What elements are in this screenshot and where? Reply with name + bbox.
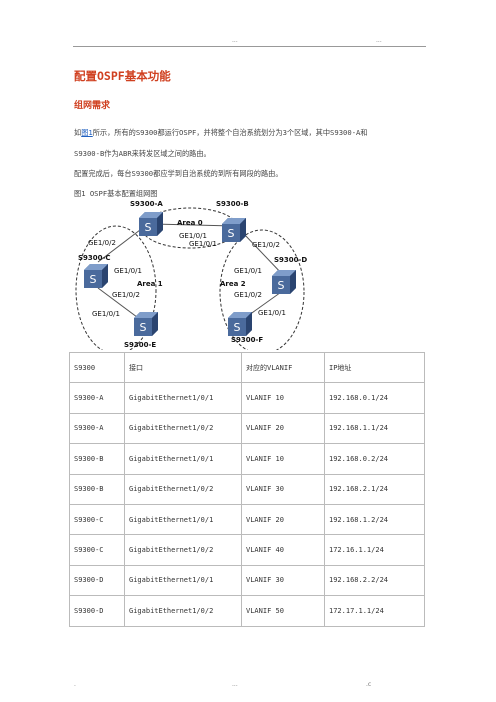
- label-s9300-b: S9300-B: [216, 200, 249, 208]
- table-header-row: S9300 接口 对应的VLANIF IP地址: [69, 351, 425, 384]
- table-cell: VLANIF 20: [241, 503, 325, 536]
- label-s9300-a: S9300-A: [130, 200, 163, 208]
- table-cell: S9300-A: [69, 382, 125, 414]
- port-e-ge101: GE1/0/1: [92, 310, 120, 318]
- link-a-b: [152, 223, 235, 227]
- table-cell: VLANIF 50: [241, 595, 325, 627]
- table-cell: S9300-B: [69, 443, 125, 475]
- table-cell: 192.168.1.2/24: [324, 503, 425, 536]
- table-cell: VLANIF 10: [241, 382, 325, 414]
- table-cell: S9300-D: [69, 595, 125, 627]
- port-a-ge101: GE1/0/1: [179, 232, 207, 240]
- label-area1: Area 1: [137, 280, 163, 288]
- table-row: S9300-B GigabitEthernet1/0/2 VLANIF 30 1…: [69, 473, 425, 505]
- switch-d-icon: [272, 270, 296, 294]
- link-b-d: [243, 233, 285, 277]
- link-c-e: [97, 287, 142, 321]
- table-cell: 172.16.1.1/24: [324, 534, 425, 566]
- port-d-ge101: GE1/0/1: [234, 267, 262, 275]
- figure-link[interactable]: 图1: [81, 128, 93, 137]
- table-cell: 192.168.2.1/24: [324, 473, 425, 505]
- table-cell: S9300-A: [69, 412, 125, 445]
- table-cell: GigabitEthernet1/0/2: [124, 595, 242, 627]
- para1-rest: 所示，所有的S9300都运行OSPF，并将整个自治系统划分为3个区域，其中S93…: [92, 128, 368, 137]
- table-cell: VLANIF 30: [241, 473, 325, 505]
- table-cell: VLANIF 40: [241, 534, 325, 566]
- table-row: S9300-C GigabitEthernet1/0/2 VLANIF 40 1…: [69, 534, 425, 566]
- table-row: S9300-D GigabitEthernet1/0/1 VLANIF 30 1…: [69, 564, 425, 597]
- paragraph-1-line-2: S9300-B作为ABR来转发区域之间的路由。: [74, 149, 211, 158]
- link-a-c: [97, 229, 141, 263]
- vlanif-ip-table: S9300 接口 对应的VLANIF IP地址 S9300-A GigabitE…: [69, 351, 425, 627]
- label-area0: Area 0: [177, 219, 203, 227]
- table-cell: GigabitEthernet1/0/1: [124, 382, 242, 414]
- footer-mark-right: .c: [366, 681, 372, 688]
- table-cell: 192.168.1.1/24: [324, 412, 425, 445]
- port-f-ge101: GE1/0/1: [258, 309, 286, 317]
- port-a-ge102: GE1/0/2: [88, 239, 116, 247]
- footer-mark-mid: ...: [232, 681, 238, 688]
- label-s9300-f: S9300-F: [231, 336, 263, 344]
- table-row: S9300-B GigabitEthernet1/0/1 VLANIF 10 1…: [69, 443, 425, 475]
- table-cell: S9300-C: [69, 503, 125, 536]
- area2-boundary: [219, 229, 305, 350]
- port-b-ge102: GE1/0/2: [252, 241, 280, 249]
- table-cell: VLANIF 30: [241, 564, 325, 597]
- section-heading: 组网需求: [74, 101, 111, 111]
- port-d-ge102: GE1/0/2: [234, 291, 262, 299]
- label-s9300-e: S9300-E: [124, 341, 156, 349]
- switch-e-icon: [134, 312, 158, 336]
- paragraph-1-line-1: 如图1所示，所有的S9300都运行OSPF，并将整个自治系统划分为3个区域，其中…: [74, 127, 368, 138]
- table-row: S9300-D GigabitEthernet1/0/2 VLANIF 50 1…: [69, 595, 425, 627]
- table-cell: GigabitEthernet1/0/1: [124, 443, 242, 475]
- page-title: 配置OSPF基本功能: [74, 69, 171, 83]
- table-cell: S9300-D: [69, 564, 125, 597]
- switch-f-icon: [228, 312, 252, 336]
- table-row: S9300-C GigabitEthernet1/0/1 VLANIF 20 1…: [69, 503, 425, 536]
- table-cell: GigabitEthernet1/0/2: [124, 534, 242, 566]
- table-cell: S9300-C: [69, 534, 125, 566]
- table-cell: S9300-B: [69, 473, 125, 505]
- header-mark-left: ...: [232, 37, 238, 44]
- port-c-ge101: GE1/0/1: [114, 267, 142, 275]
- label-area2: Area 2: [220, 280, 246, 288]
- para1-prefix: 如: [74, 128, 82, 137]
- table-cell: VLANIF 20: [241, 412, 325, 445]
- paragraph-2: 配置完成后，每台S9300都应学到自治系统的到所有网段的路由。: [74, 169, 283, 178]
- table-cell: GigabitEthernet1/0/2: [124, 473, 242, 505]
- header-rule: [73, 46, 426, 47]
- table-cell: GigabitEthernet1/0/2: [124, 412, 242, 445]
- table-header-cell: 对应的VLANIF: [241, 351, 325, 384]
- port-c-ge102: GE1/0/2: [112, 291, 140, 299]
- table-header-cell: S9300: [69, 351, 125, 384]
- label-s9300-d: S9300-D: [274, 256, 307, 264]
- table-cell: 172.17.1.1/24: [324, 595, 425, 627]
- table-cell: GigabitEthernet1/0/1: [124, 503, 242, 536]
- table-header-cell: IP地址: [324, 351, 425, 384]
- port-b-ge101: GE1/0/1: [189, 240, 217, 248]
- table-row: S9300-A GigabitEthernet1/0/2 VLANIF 20 1…: [69, 412, 425, 445]
- header-mark-right: ...: [376, 37, 382, 44]
- area1-boundary: [75, 225, 157, 350]
- table-cell: VLANIF 10: [241, 443, 325, 475]
- switch-b-icon: [222, 218, 246, 242]
- label-s9300-c: S9300-C: [78, 254, 111, 262]
- figure-caption: 图1 OSPF基本配置组网图: [74, 189, 158, 198]
- switch-a-icon: [139, 212, 163, 236]
- table-row: S9300-A GigabitEthernet1/0/1 VLANIF 10 1…: [69, 382, 425, 414]
- footer-mark-left: .: [74, 681, 76, 688]
- table-header-cell: 接口: [124, 351, 242, 384]
- switch-c-icon: [84, 264, 108, 288]
- table-cell: 192.168.0.2/24: [324, 443, 425, 475]
- ospf-topology-diagram: S Area 0 Area 1 Area 2 S9300-A S9300-B S…: [75, 200, 307, 350]
- table-cell: 192.168.2.2/24: [324, 564, 425, 597]
- table-cell: 192.168.0.1/24: [324, 382, 425, 414]
- table-cell: GigabitEthernet1/0/1: [124, 564, 242, 597]
